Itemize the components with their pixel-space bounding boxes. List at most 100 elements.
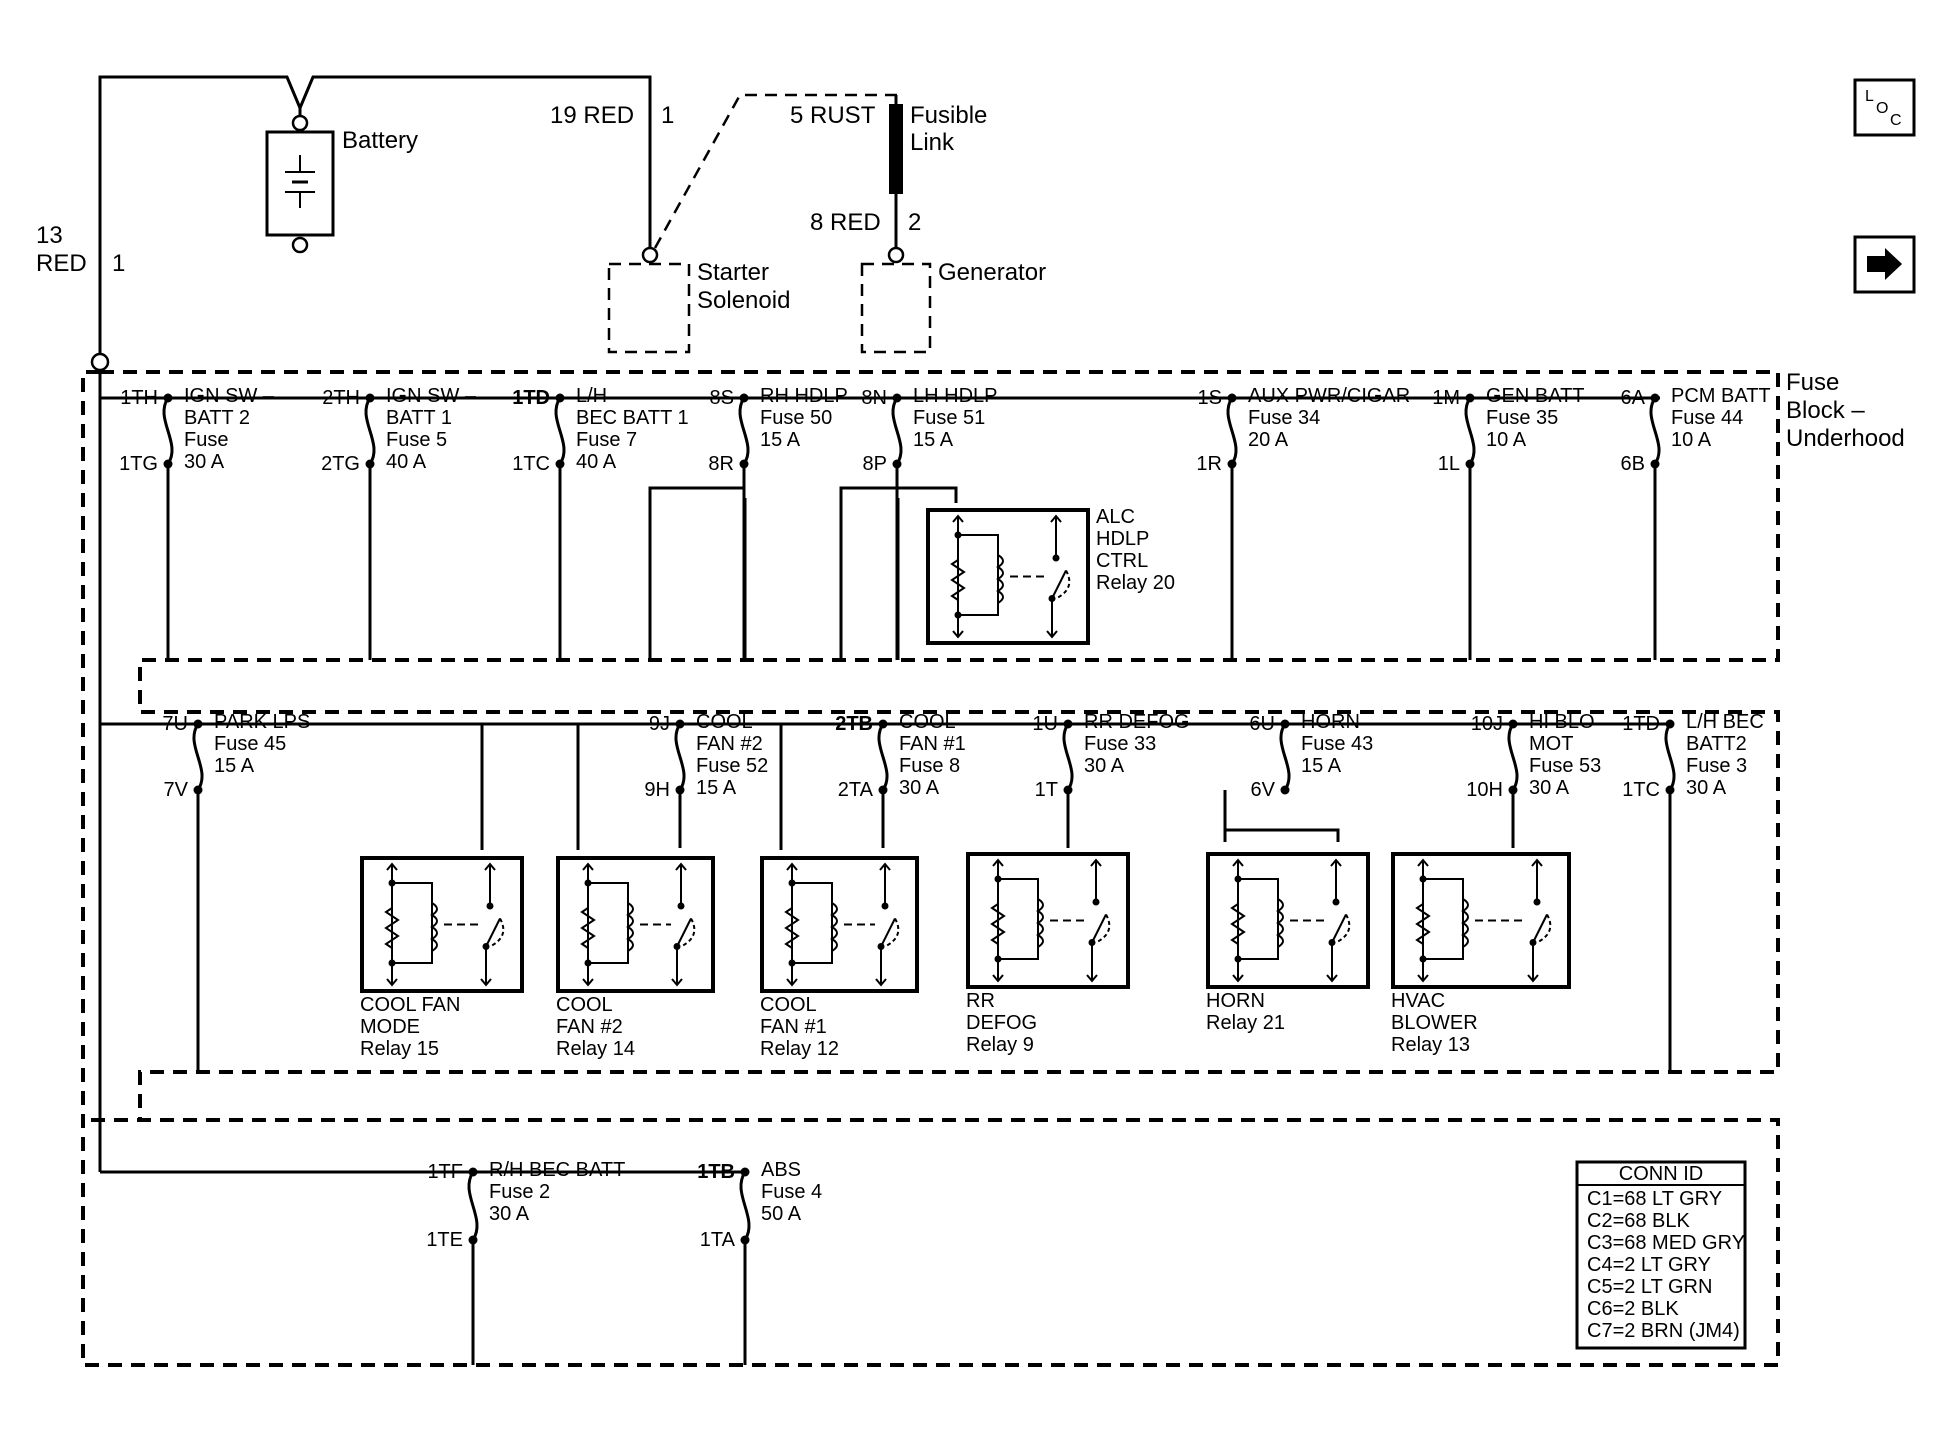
bottom-fuse-1-label-3: 30 A xyxy=(489,1203,530,1225)
mid-fuse-1-label-2: Fuse 45 xyxy=(214,733,286,755)
top-fuse-3-pin-top: 1TD xyxy=(512,387,550,409)
mid-fuse-4-label-2: Fuse 33 xyxy=(1084,733,1156,755)
top-fuse-8-label-2: Fuse 44 xyxy=(1671,407,1743,429)
hvac-blower-relay xyxy=(1391,852,1571,989)
cool-fan-mode-relay-label-2: MODE xyxy=(360,1016,420,1038)
horn-relay-label-2: Relay 21 xyxy=(1206,1012,1285,1034)
top-fuse-1-label-4: 30 A xyxy=(184,451,225,473)
starter-solenoid: 19 RED 1 Starter Solenoid xyxy=(550,93,900,354)
mid-fuse-3-label-3: Fuse 8 xyxy=(899,755,960,777)
location-button[interactable]: L O C xyxy=(1853,78,1916,137)
top-fuse-4-label-3: 15 A xyxy=(760,429,801,451)
cool-fan-2-relay-label-1: COOL xyxy=(556,994,613,1016)
top-fuse-2-label-2: BATT 1 xyxy=(386,407,452,429)
starter-wire-code: 19 RED xyxy=(550,102,634,129)
top-fuse-1-pin-top: 1TH xyxy=(120,387,158,409)
hvac-blower-relay-label-3: Relay 13 xyxy=(1391,1034,1470,1056)
bottom-fuse-2-pin-bottom: 1TA xyxy=(700,1229,736,1251)
alc-relay-box xyxy=(926,508,1090,645)
rr-defog-relay-label-2: DEFOG xyxy=(966,1012,1037,1034)
mid-fuse-3-pin-top: 2TB xyxy=(835,713,873,735)
starter-label-2: Solenoid xyxy=(697,287,790,314)
mid-fuse-7-pin-top: 1TD xyxy=(1622,713,1660,735)
conn-id-row-2: C2=68 BLK xyxy=(1587,1210,1691,1232)
mid-fuse-1-label-1: PARK LPS xyxy=(214,711,310,733)
mid-fuse-5-pin-top: 6U xyxy=(1249,713,1275,735)
conn-id-row-1: C1=68 LT GRY xyxy=(1587,1188,1722,1210)
top-fuse-6-label-3: 20 A xyxy=(1248,429,1289,451)
mid-fuse-5-label-1: HORN xyxy=(1301,711,1360,733)
mid-fuse-6-pin-bottom: 10H xyxy=(1466,779,1503,801)
top-fuse-8-label-3: 10 A xyxy=(1671,429,1712,451)
rr-defog-relay-label-3: Relay 9 xyxy=(966,1034,1034,1056)
mid-fuse-5-label-3: 15 A xyxy=(1301,755,1342,777)
bottom-fuse-2-label-3: 50 A xyxy=(761,1203,802,1225)
bottom-fuse-1-pin-bottom: 1TE xyxy=(426,1229,463,1251)
bottom-fuse-2-label-1: ABS xyxy=(761,1159,801,1181)
top-fuse-8-pin-bottom: 6B xyxy=(1621,453,1645,475)
mid-fuse-4-label-3: 30 A xyxy=(1084,755,1125,777)
top-fuse-3-label-4: 40 A xyxy=(576,451,617,473)
mid-fuse-6-label-4: 30 A xyxy=(1529,777,1570,799)
top-fuse-4-pin-top: 8S xyxy=(710,387,734,409)
conn-id-row-6: C6=2 BLK xyxy=(1587,1298,1679,1320)
alc-relay-label-4: Relay 20 xyxy=(1096,572,1175,594)
next-page-button[interactable] xyxy=(1853,235,1916,294)
top-fuse-3-label-3: Fuse 7 xyxy=(576,429,637,451)
mid-fuse-2-pin-top: 9J xyxy=(649,713,670,735)
cool-fan-mode-relay-label-3: Relay 15 xyxy=(360,1038,439,1060)
starter-wire-pin: 1 xyxy=(661,102,674,129)
mid-fuse-7-pin-bottom: 1TC xyxy=(1622,779,1660,801)
bottom-fuse-2-label-2: Fuse 4 xyxy=(761,1181,822,1203)
wire-13-color: RED xyxy=(36,250,87,277)
top-fuse-5-label-2: Fuse 51 xyxy=(913,407,985,429)
cool-fan-2-relay xyxy=(556,856,715,993)
mid-fuse-3-label-2: FAN #1 xyxy=(899,733,966,755)
top-fuse-1-pin-bottom: 1TG xyxy=(119,453,158,475)
mid-fuse-6-label-2: MOT xyxy=(1529,733,1573,755)
top-fuse-3-label-1: L/H xyxy=(576,385,607,407)
rr-defog-relay xyxy=(966,852,1130,989)
battery-symbol xyxy=(265,130,335,237)
cool-fan-2-relay-label-3: Relay 14 xyxy=(556,1038,635,1060)
mid-fuse-4-pin-top: 1U xyxy=(1032,713,1058,735)
top-fuse-5-pin-bottom: 8P xyxy=(863,453,887,475)
alc-relay-labels: ALC HDLP CTRL Relay 20 xyxy=(1096,506,1175,594)
mid-fuse-2-label-4: 15 A xyxy=(696,777,737,799)
top-fuse-2-label-1: IGN SW – xyxy=(386,385,477,407)
top-fuse-5-label-3: 15 A xyxy=(913,429,954,451)
loc-letter-l: L xyxy=(1865,88,1874,105)
fuse-block-label-3: Underhood xyxy=(1786,425,1905,452)
mid-fuse-5-pin-bottom: 6V xyxy=(1251,779,1276,801)
top-fuse-8-pin-top: 6A xyxy=(1621,387,1646,409)
mid-fuse-4-pin-bottom: 1T xyxy=(1035,779,1058,801)
loc-letter-o: O xyxy=(1876,100,1888,117)
mid-fuse-3-pin-bottom: 2TA xyxy=(838,779,874,801)
cool-fan-mode-relay-label-1: COOL FAN xyxy=(360,994,460,1016)
top-fuse-6-pin-top: 1S xyxy=(1198,387,1222,409)
top-fuse-5-pin-top: 8N xyxy=(861,387,887,409)
top-fuse-1-label-3: Fuse xyxy=(184,429,228,451)
generator-wire-code: 8 RED xyxy=(810,209,881,236)
wire-13-pin: 1 xyxy=(112,250,125,277)
cool-fan-2-relay-label-2: FAN #2 xyxy=(556,1016,623,1038)
top-fuse-6-pin-bottom: 1R xyxy=(1196,453,1222,475)
hvac-blower-relay-label-1: HVAC xyxy=(1391,990,1445,1012)
top-fuse-1-label-2: BATT 2 xyxy=(184,407,250,429)
relay-feed-wires xyxy=(480,724,1340,850)
alc-relay-feeds xyxy=(648,486,958,660)
